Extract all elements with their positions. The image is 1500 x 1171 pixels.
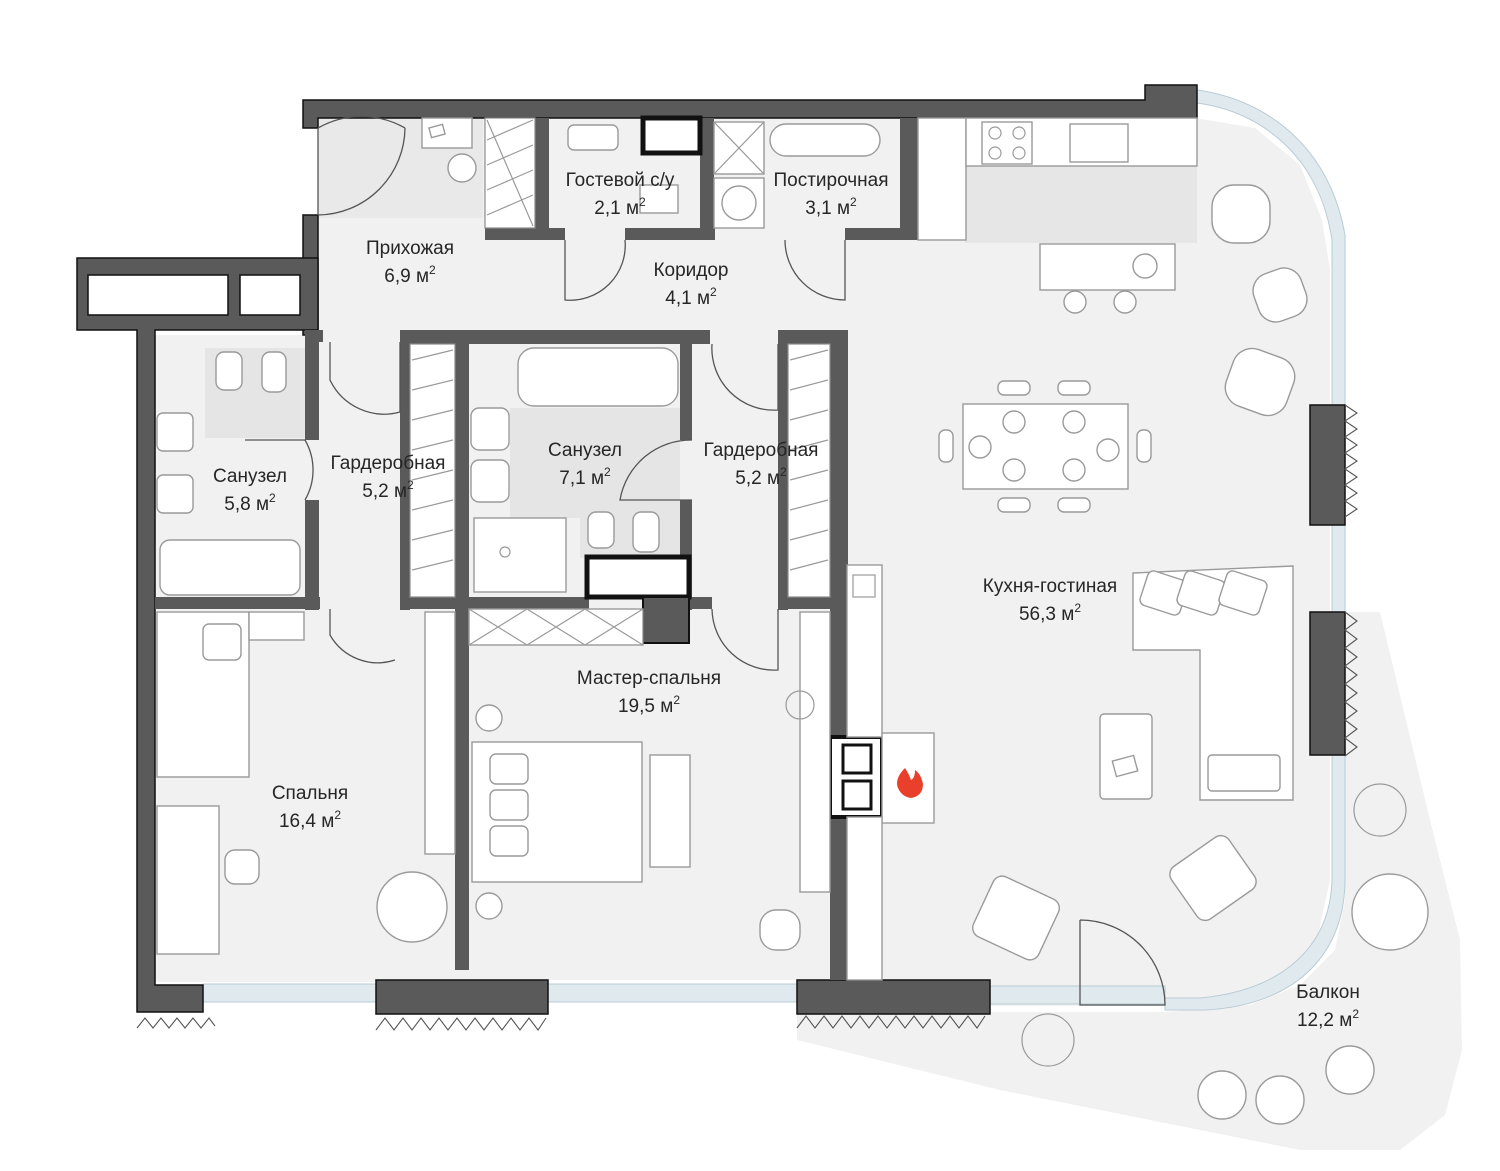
room-name-laundry: Постирочная: [773, 170, 888, 191]
room-area-kitchen-living: 56,3 м2: [1019, 601, 1081, 625]
doors: [245, 115, 1166, 1006]
room-label-laundry: Постирочная 3,1 м2: [773, 170, 888, 219]
room-name-wardrobe-master: Гардеробная: [704, 440, 819, 461]
room-area-laundry: 3,1 м2: [805, 195, 857, 219]
room-name-corridor: Коридор: [653, 260, 728, 281]
room-name-kitchen-living: Кухня-гостиная: [983, 576, 1117, 597]
room-label-wardrobe-left: Гардеробная 5,2 м2: [331, 453, 446, 502]
room-label-balcony: Балкон 12,2 м2: [1296, 982, 1360, 1031]
room-name-guest-wc: Гостевой с/у: [566, 170, 675, 191]
room-area-balcony: 12,2 м2: [1297, 1007, 1359, 1031]
room-name-hall: Прихожая: [366, 238, 454, 259]
room-name-bedroom: Спальня: [272, 783, 348, 804]
room-name-bath-left: Санузел: [213, 466, 287, 487]
room-label-guest-wc: Гостевой с/у 2,1 м2: [566, 170, 675, 219]
room-name-wardrobe-left: Гардеробная: [331, 453, 446, 474]
room-area-master-bedroom: 19,5 м2: [618, 693, 680, 717]
room-area-bath-left: 5,8 м2: [224, 491, 276, 515]
glazing: [202, 89, 1346, 1011]
room-label-kitchen-living: Кухня-гостиная 56,3 м2: [983, 576, 1117, 625]
room-label-hall: Прихожая 6,9 м2: [366, 238, 454, 287]
room-label-bedroom: Спальня 16,4 м2: [272, 783, 348, 832]
room-name-master-bedroom: Мастер-спальня: [577, 668, 721, 689]
room-name-balcony: Балкон: [1296, 982, 1360, 1003]
room-name-bath-master: Санузел: [548, 440, 622, 461]
room-area-corridor: 4,1 м2: [665, 285, 717, 309]
room-area-hall: 6,9 м2: [384, 263, 436, 287]
room-area-bath-master: 7,1 м2: [559, 465, 611, 489]
room-area-bedroom: 16,4 м2: [279, 808, 341, 832]
room-label-corridor: Коридор 4,1 м2: [653, 260, 728, 309]
room-label-bath-master: Санузел 7,1 м2: [548, 440, 622, 489]
room-area-guest-wc: 2,1 м2: [594, 195, 646, 219]
room-area-wardrobe-left: 5,2 м2: [362, 478, 414, 502]
room-area-wardrobe-master: 5,2 м2: [735, 465, 787, 489]
walls: [76, 84, 1346, 1015]
furniture: [156, 117, 1429, 1125]
exterior-hatching: [136, 404, 1358, 1031]
room-label-master-bedroom: Мастер-спальня 19,5 м2: [577, 668, 721, 717]
room-label-wardrobe-master: Гардеробная 5,2 м2: [704, 440, 819, 489]
room-label-bath-left: Санузел 5,8 м2: [213, 466, 287, 515]
room-labels: Прихожая 6,9 м2 Гостевой с/у 2,1 м2 Пост…: [213, 170, 1360, 1031]
